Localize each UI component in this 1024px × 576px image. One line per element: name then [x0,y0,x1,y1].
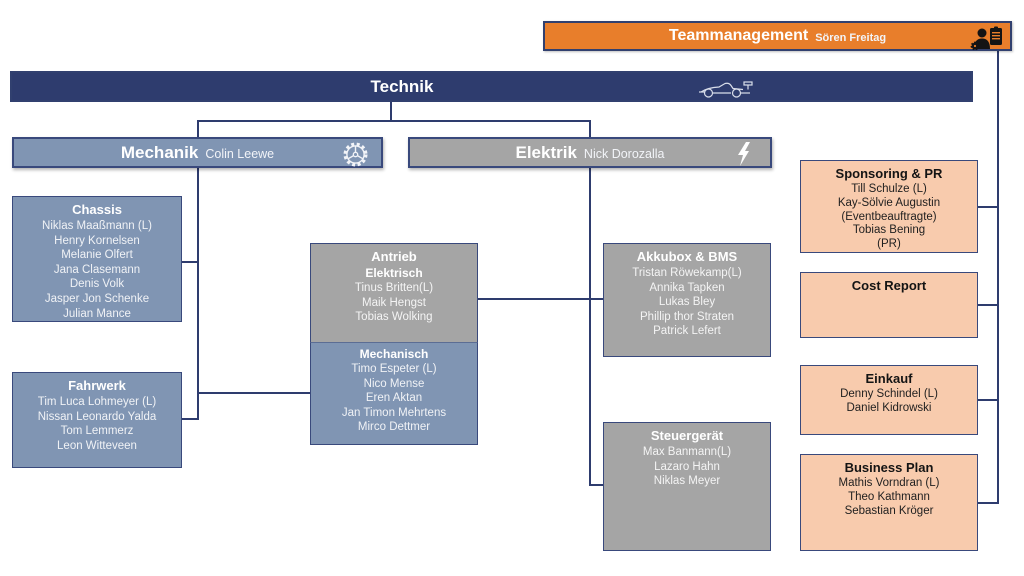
member-name: Mirco Dettmer [357,421,431,434]
antrieb-elektrisch-subtitle: Elektrisch [365,266,423,280]
member-name: Tom Lemmerz [60,425,134,438]
einkauf-title: Einkauf [865,371,913,386]
member-name: Lazaro Hahn [654,460,720,473]
teammanagement-lead: Sören Freitag [815,31,887,44]
connector-line [978,502,997,504]
member-name: (PR) [877,238,901,251]
connector-line [589,484,605,486]
teammanagement-banner: Teammanagement Sören Freitag [543,21,1012,51]
sponsoring-pr-members: Till Schulze (L)Kay-Sölvie Augustin(Even… [801,183,977,252]
member-name: Mathis Vorndran (L) [838,477,940,489]
akkubox-bms-box: Akkubox & BMS Tristan Röwekamp(L) Annika … [603,243,771,357]
member-name: Kay-Sölvie Augustin [837,196,941,209]
member-name: Daniel Kidrowski [846,401,932,414]
member-name: Maik Hengst [362,296,426,309]
teammanagement-title: Teammanagement [668,27,809,44]
fahrwerk-members: Tim Luca Lohmeyer (L) Nissan Leonardo Yal… [13,395,181,453]
gear-icon [342,141,369,173]
elektrik-header: Elektrik Nick Dorozalla [408,137,772,168]
member-name: Till Schulze (L) [851,183,927,195]
technik-banner: Technik [10,71,973,102]
cost-report-box: Cost Report [800,272,978,338]
technik-title: Technik [370,77,434,96]
mechanik-header: Mechanik Colin Leewe [12,137,383,168]
steuergeraet-title: Steuergerät [650,428,724,443]
connector-line [390,102,392,122]
antrieb-title: Antrieb [371,249,417,264]
einkauf-box: Einkauf Denny Schindel (L)Daniel Kidrows… [800,365,978,435]
member-name: Jana Clasemann [53,263,141,276]
member-name: Sebastian Kröger [844,504,934,517]
chassis-title: Chassis [72,202,122,217]
member-name: Lukas Bley [658,296,716,309]
chassis-box: Chassis Niklas Maaßmann (L) Henry Kornels… [12,196,182,322]
connector-line [978,206,997,208]
member-name: Theo Kathmann [848,490,930,503]
member-name: Nico Mense [363,377,425,390]
member-name: Tobias Wolking [355,311,433,324]
member-name: Tinus Britten(L) [354,282,434,294]
member-name: Niklas Meyer [653,475,721,488]
connector-line [978,399,997,401]
member-name: Melanie Olfert [61,249,133,262]
cost-report-title: Cost Report [851,278,927,293]
antrieb-mechanisch-subtitle: Mechanisch [359,347,429,361]
member-name: Nissan Leonardo Yalda [37,410,157,423]
race-car-icon [698,79,754,104]
member-name: Denis Volk [69,278,125,291]
member-name: Niklas Maaßmann (L) [42,220,152,232]
connector-line [181,261,197,263]
connector-line [997,51,999,504]
connector-line [978,304,997,306]
member-name: (Eventbeauftragte) [841,210,937,223]
member-name: Tobias Bening [852,224,926,237]
sponsoring-pr-box: Sponsoring & PR Till Schulze (L)Kay-Sölv… [800,160,978,253]
member-name: Annika Tapken [649,281,725,294]
manager-clipboard-icon [968,25,1004,56]
member-name: Denny Schindel (L) [840,388,938,400]
member-name: Jasper Jon Schenke [44,292,150,305]
fahrwerk-box: Fahrwerk Tim Luca Lohmeyer (L) Nissan Leo… [12,372,182,468]
member-name: Patrick Lefert [653,325,721,338]
einkauf-members: Denny Schindel (L)Daniel Kidrowski [801,388,977,416]
fahrwerk-title: Fahrwerk [68,378,126,393]
akkubox-bms-title: Akkubox & BMS [636,249,738,264]
elektrik-title: Elektrik [515,142,577,162]
antrieb-box: Antrieb Elektrisch Tinus Britten(L) Maik … [310,243,478,445]
business-plan-title: Business Plan [844,460,934,475]
mechanik-title: Mechanik [120,142,199,162]
elektrik-lead: Nick Dorozalla [583,147,665,161]
connector-line [181,418,197,420]
connector-line [197,120,591,122]
business-plan-box: Business Plan Mathis Vorndran (L)Theo Ka… [800,454,978,551]
connector-line [199,392,310,394]
connector-line [478,298,603,300]
sponsoring-pr-title: Sponsoring & PR [835,166,943,181]
member-name: Timo Espeter (L) [351,363,437,375]
member-name: Jan Timon Mehrtens [341,406,447,419]
connector-line [197,120,199,420]
member-name: Julian Mance [63,307,131,320]
lightning-bolt-icon [736,142,752,171]
member-name: Eren Aktan [365,392,423,405]
member-name: Tristan Röwekamp(L) [632,267,742,279]
member-name: Tim Luca Lohmeyer (L) [37,396,157,408]
member-name: Max Banmann(L) [642,446,732,458]
member-name: Phillip thor Straten [640,310,734,323]
antrieb-elektrisch-section: Antrieb Elektrisch Tinus Britten(L) Maik … [310,243,478,342]
connector-line [589,120,591,486]
member-name: Henry Kornelsen [54,234,140,247]
member-name: Leon Witteveen [57,439,137,452]
mechanik-lead: Colin Leewe [205,147,275,161]
